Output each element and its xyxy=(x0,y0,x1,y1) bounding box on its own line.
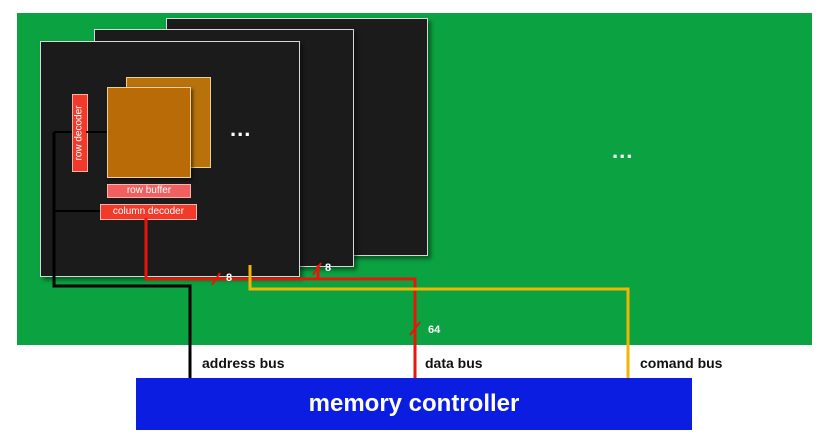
command-bus-label: comand bus xyxy=(640,355,723,371)
width-label-data: 64 xyxy=(428,324,441,336)
memory-controller-label: memory controller xyxy=(308,390,520,417)
row-buffer-label: row buffer xyxy=(126,185,172,196)
memory-controller: memory controller xyxy=(136,378,692,430)
column-decoder-label: column decoder xyxy=(112,206,185,217)
board-ellipsis: ... xyxy=(612,138,634,163)
address-bus-line xyxy=(52,132,192,378)
memory-bank-front xyxy=(107,87,191,178)
row-buffer: row buffer xyxy=(107,184,191,198)
data-bus-label: data bus xyxy=(425,355,483,371)
width-label-chip1: 8 xyxy=(226,272,233,284)
command-bus-line xyxy=(248,265,630,378)
address-bus-label: address bus xyxy=(202,355,285,371)
column-decoder: column decoder xyxy=(100,204,197,220)
width-tick-chip2 xyxy=(312,262,322,276)
data-bus-line xyxy=(144,218,417,378)
width-tick-chip1 xyxy=(211,272,221,286)
width-tick-data xyxy=(409,321,421,336)
width-label-chip2: 8 xyxy=(325,262,332,274)
chip-ellipsis: ... xyxy=(230,116,252,141)
